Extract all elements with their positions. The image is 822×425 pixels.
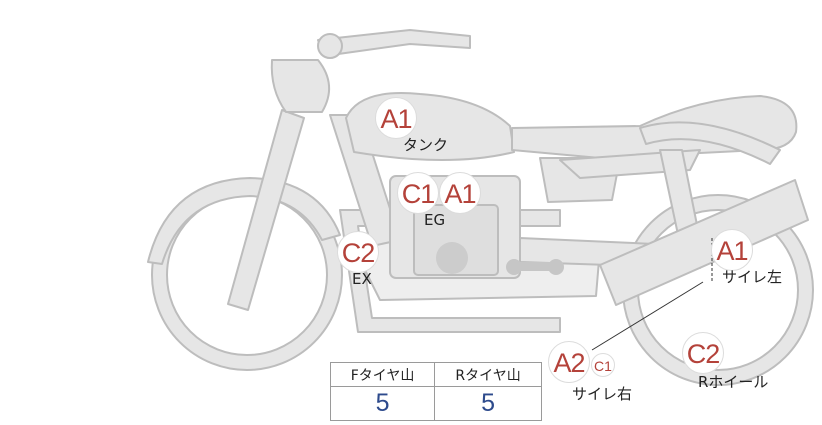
rear-tire-header: Rタイヤ山 [434,362,542,387]
leader-line-side-right [591,281,704,351]
rear-tire-value: 5 [434,386,542,421]
grade-badge-eg-c: C1 [397,172,439,214]
part-label-side-left: サイレ左 [722,268,783,286]
part-label-eg: EG [424,211,446,229]
front-tire-header: Fタイヤ山 [329,362,436,387]
grade-badge-side-right-small: C1 [591,353,615,377]
grade-badge-side-left: A1 [711,229,753,271]
part-label-ex: EX [352,270,372,288]
front-tire-value: 5 [329,386,436,421]
grade-badge-ex: C2 [337,231,379,273]
grade-badge-side-right: A2 [548,341,590,383]
grade-badge-rear-wheel: C2 [682,332,724,374]
grade-badge-tank: A1 [375,97,417,139]
tire-tread-table: Fタイヤ山 Rタイヤ山 5 5 [329,362,542,421]
part-label-side-right: サイレ右 [572,385,633,403]
part-label-tank: タンク [403,136,449,154]
part-label-rear-wheel: Rホイール [698,373,769,391]
muffler-graphic [599,179,809,306]
grade-badge-eg-a: A1 [439,172,481,214]
